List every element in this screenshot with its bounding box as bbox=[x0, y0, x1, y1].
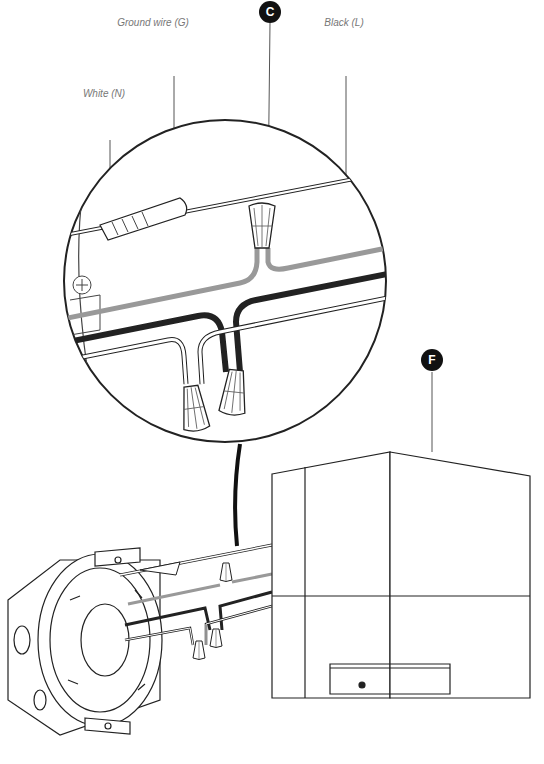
fixture-wires bbox=[125, 606, 272, 645]
fixture-wires bbox=[125, 606, 272, 645]
fixture-wires bbox=[120, 545, 272, 575]
junction-box bbox=[85, 718, 130, 734]
light-fixture bbox=[272, 452, 530, 698]
light-fixture bbox=[359, 682, 365, 688]
magnified-detail bbox=[58, 120, 392, 442]
fixture-wires bbox=[140, 562, 180, 575]
illustration bbox=[193, 641, 205, 660]
magnified-detail bbox=[58, 340, 186, 384]
junction-box bbox=[8, 548, 162, 735]
light-fixture bbox=[330, 664, 450, 694]
junction-box bbox=[50, 568, 150, 712]
fixture-wires bbox=[120, 545, 272, 645]
junction-box bbox=[81, 604, 129, 676]
magnified-detail bbox=[112, 212, 148, 235]
wire-label: Ground wire (G) bbox=[117, 17, 189, 28]
magnified-detail bbox=[268, 247, 392, 269]
detail-link bbox=[235, 444, 240, 546]
junction-box bbox=[95, 548, 140, 566]
magnified-detail bbox=[58, 340, 186, 384]
illustration bbox=[220, 563, 232, 582]
junction-box bbox=[38, 554, 162, 726]
magnified-detail bbox=[58, 130, 392, 440]
light-fixture bbox=[304, 467, 305, 698]
wire-label: White (N) bbox=[83, 88, 125, 99]
magnified-detail bbox=[178, 384, 210, 432]
magnified-detail bbox=[100, 198, 187, 240]
junction-box bbox=[105, 723, 111, 729]
junction-box bbox=[115, 557, 121, 563]
illustration bbox=[210, 629, 222, 648]
light-fixture bbox=[272, 452, 390, 698]
light-fixture bbox=[272, 595, 530, 596]
magnified-detail bbox=[249, 203, 275, 248]
junction-box bbox=[34, 690, 46, 710]
junction-box bbox=[68, 590, 145, 690]
wire-label: Black (L) bbox=[324, 17, 363, 28]
callout-number: C bbox=[266, 5, 275, 19]
magnified-detail bbox=[58, 248, 257, 320]
callout-number: F bbox=[428, 353, 435, 367]
callout-disc bbox=[259, 1, 281, 23]
magnified-detail bbox=[82, 380, 102, 400]
light-fixture bbox=[330, 667, 450, 668]
junction-box bbox=[14, 626, 30, 654]
magnified-detail bbox=[73, 276, 91, 294]
leader-line bbox=[432, 372, 433, 452]
fixture-wires bbox=[120, 545, 272, 575]
magnified-detail bbox=[219, 369, 250, 416]
magnified-detail bbox=[76, 279, 88, 291]
callout-disc bbox=[421, 349, 443, 371]
light-fixture bbox=[390, 452, 530, 698]
callout-disc bbox=[259, 1, 443, 371]
fixture-wires bbox=[128, 574, 272, 604]
